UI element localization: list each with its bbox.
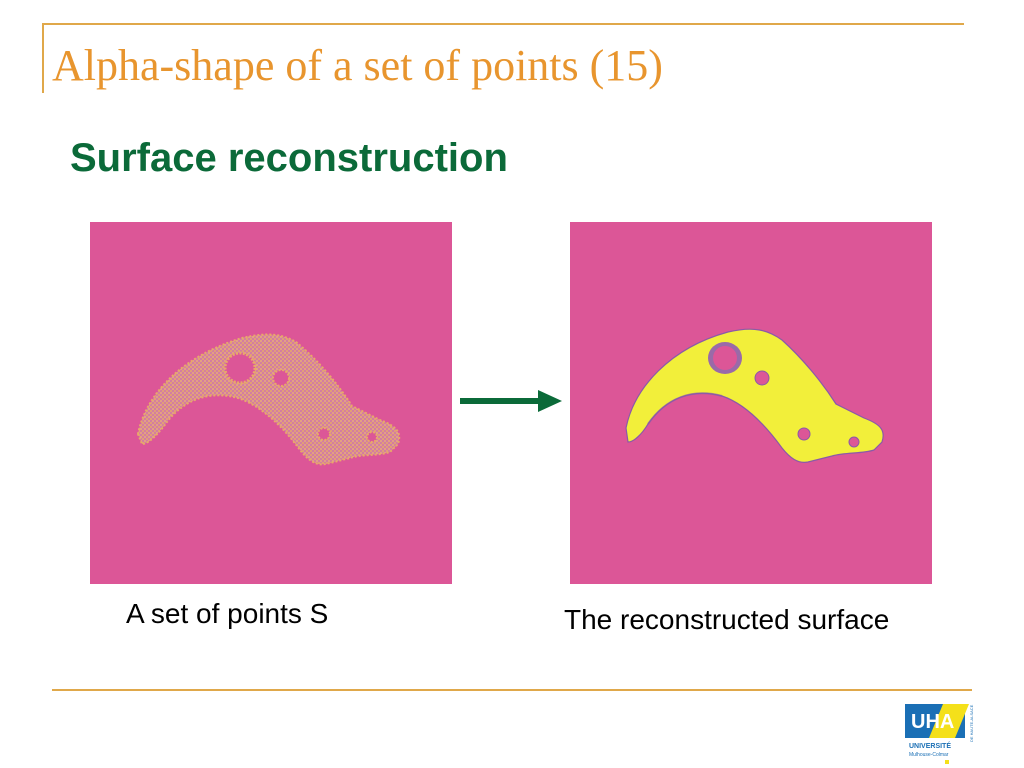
uha-university-logo: UHA UNIVERSITÉ Mulhouse-Colmar DE HAUTE-… — [905, 704, 974, 764]
slide-subtitle: Surface reconstruction — [70, 136, 508, 180]
point-cloud-shape — [136, 333, 401, 466]
title-frame-top-rule — [42, 23, 964, 25]
footer-rule — [52, 689, 972, 691]
logo-university-text: UNIVERSITÉ — [909, 741, 951, 750]
logo-side-text: DE HAUTE-ALSACE — [969, 704, 974, 742]
reconstructed-surface-image — [570, 222, 932, 584]
logo-mark-text: UHA — [911, 711, 954, 733]
caption-reconstructed-surface: The reconstructed surface — [564, 604, 890, 635]
arrow-right-icon — [460, 390, 562, 412]
slide-title: Alpha-shape of a set of points (15) — [52, 41, 663, 90]
caption-point-set: A set of points S — [126, 598, 329, 629]
reconstructed-surface-shape — [625, 328, 884, 463]
point-cloud-image — [90, 222, 452, 584]
logo-city-text: Mulhouse-Colmar — [909, 752, 949, 758]
title-frame-left-rule — [42, 23, 44, 93]
